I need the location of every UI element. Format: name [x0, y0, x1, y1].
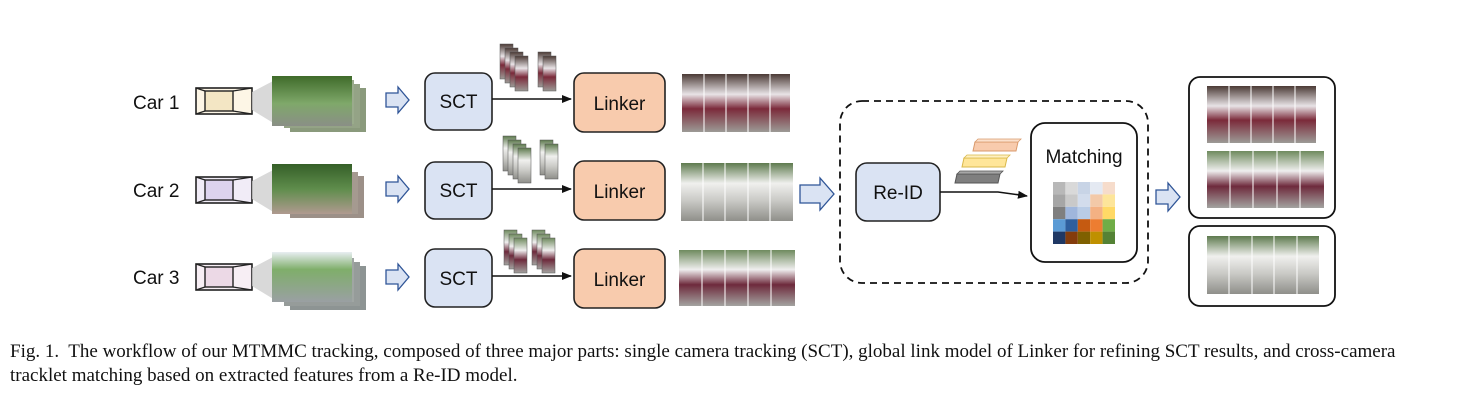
sct-label: SCT: [440, 269, 478, 290]
linker-label: Linker: [594, 182, 646, 203]
tracklet-thumbnails: [499, 43, 557, 92]
matching-label: Matching: [1045, 147, 1122, 168]
matrix-cell: [1053, 182, 1066, 195]
matched-identity-group-2: [1188, 225, 1336, 307]
matrix-cell: [1102, 219, 1115, 232]
linker-label: Linker: [594, 94, 646, 115]
camera-icon: [195, 169, 275, 213]
matched-identity-group-1: [1188, 76, 1336, 219]
matrix-cell: [1065, 182, 1078, 195]
matrix-cell: [1065, 206, 1078, 220]
tracklet-thumbnails: [502, 135, 559, 184]
matrix-cell: [1065, 231, 1078, 244]
matrix-cell: [1090, 219, 1103, 232]
matrix-cell: [1053, 219, 1066, 232]
result-tracklet: [1207, 236, 1319, 294]
linked-tracklet: [679, 250, 795, 306]
linked-tracklet: [681, 163, 793, 221]
tracklet-thumbnails: [503, 229, 556, 274]
dashed-container: [839, 100, 1149, 284]
camera-frames: [272, 164, 364, 218]
matrix-cell: [1102, 182, 1115, 195]
linked-tracklet: [682, 74, 790, 132]
camera-frames: [272, 76, 366, 132]
reid-to-matching-arrow: [940, 190, 1028, 199]
row-car-3: Car 3 SCT L: [133, 229, 795, 310]
linker-box: [573, 160, 666, 221]
row-car-2: Car 2 SCT L: [133, 135, 793, 221]
matrix-cell: [1102, 206, 1115, 220]
matrix-cell: [1077, 206, 1091, 220]
matrix-cell: [1090, 194, 1103, 207]
sct-label: SCT: [440, 92, 478, 113]
caption-text: The workflow of our MTMMC tracking, comp…: [10, 341, 1396, 386]
linker-box: [573, 248, 666, 309]
flow-arrow: [385, 174, 410, 204]
result-tracklet: [1207, 151, 1324, 208]
sct-label: SCT: [440, 181, 478, 202]
matrix-cell: [1090, 231, 1103, 244]
matrix-cell: [1077, 182, 1091, 195]
camera-icon: [195, 256, 275, 300]
cross-camera-matching-module: Re-ID Matching: [839, 100, 1149, 284]
feature-vectors-icon: [954, 138, 1022, 184]
matrix-cell: [1053, 206, 1066, 220]
matrix-cell: [1077, 194, 1091, 207]
flow-arrow: [385, 262, 410, 292]
matrix-cell: [1065, 194, 1078, 207]
matrix-cell: [1065, 219, 1078, 232]
row-car-1: Car 1 SCT L: [133, 43, 790, 133]
sct-box: [424, 161, 493, 220]
matrix-cell: [1053, 194, 1066, 207]
car-label: Car 3: [133, 268, 179, 289]
linker-box: [573, 72, 666, 133]
flow-arrow-to-matching: [799, 176, 835, 212]
camera-frames: [272, 252, 366, 310]
affinity-matrix: [1053, 182, 1115, 244]
caption-prefix: Fig. 1.: [10, 341, 60, 362]
matrix-cell: [1053, 231, 1066, 244]
car-label: Car 2: [133, 181, 179, 202]
sct-box: [424, 248, 493, 308]
flow-arrow-to-results: [1155, 181, 1181, 213]
car-label: Car 1: [133, 93, 179, 114]
sct-box: [424, 72, 493, 131]
matrix-cell: [1102, 194, 1115, 207]
matrix-cell: [1090, 206, 1103, 220]
linker-label: Linker: [594, 270, 646, 291]
matrix-cell: [1102, 231, 1115, 244]
figure-caption: Fig. 1. The workflow of our MTMMC tracki…: [10, 340, 1448, 388]
matrix-cell: [1077, 231, 1091, 244]
matrix-cell: [1090, 182, 1103, 195]
reid-label: Re-ID: [873, 183, 923, 204]
flow-arrow: [385, 85, 410, 115]
matrix-cell: [1077, 219, 1091, 232]
result-tracklet: [1207, 86, 1316, 143]
camera-icon: [195, 80, 275, 124]
